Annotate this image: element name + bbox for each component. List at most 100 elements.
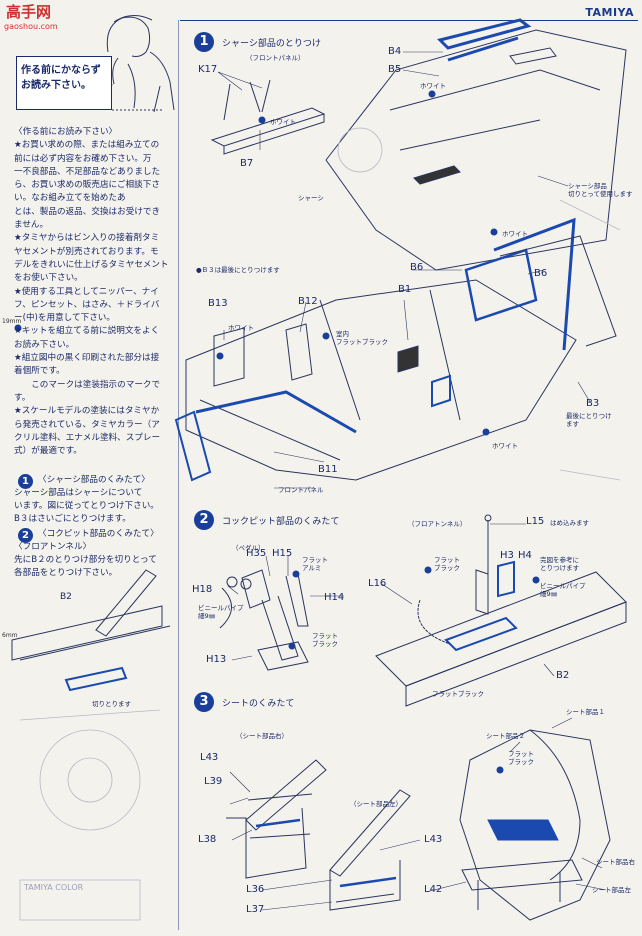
label-chassis: シャーシ [298,194,324,202]
label-b13: B13 [208,298,228,309]
sidebar-step-1-title: 〈シャーシ部品のくみたて〉 [38,475,150,485]
label-l15-note: はめ込みます [550,519,589,527]
label-l16: L16 [368,578,387,589]
intro-heading: 作る前にかならず お読み下さい。 [21,65,101,91]
chassis-drawing-top [325,18,627,271]
note-line: ★お買い求めの際、または組み立ての [14,140,160,151]
label-h4: H4 [518,550,532,561]
sidebar-step-2-line: 先にB２のとりつけ部分を切りとって [14,555,157,565]
label-white-low: ホワイト [492,442,518,450]
label-l15: L15 [526,516,545,527]
label-white-b13: ホワイト [228,324,254,332]
label-b3-note: 最後にとりつけ ます [566,412,612,428]
note-line: をお使い下さい。 [14,273,83,284]
note-line: ★キットを組立てる前に説明文をよく [14,326,160,337]
note-line: デルをきれいに仕上げるタミヤセメント [14,259,169,270]
label-b7: B7 [240,158,254,169]
sidebar-step-1-line: います。図に従ってとりつけ下さい。 [14,501,159,511]
note-line: ません。 [14,220,49,231]
note-line: す。 [14,392,31,403]
label-flat-black: フラット ブラック [312,632,338,648]
seat-frame-left-drawing [226,759,327,879]
label-vinyl-pipe-2: ビニールパイプ 細9㎜ [540,582,586,598]
step-2-number: 2 [194,510,214,530]
notes-list: 〈作る前にお読み下さい〉 ★お買い求めの際、または組み立ての 前には必ず内容をお… [14,126,174,458]
sidebar-divider [178,20,179,930]
note-line: お読み下さい。 [14,339,75,350]
label-b2: B2 [556,670,570,681]
label-l43b: L43 [424,834,443,845]
note-line: ら発売されている、タミヤカラー（ア [14,419,160,430]
note-line: ★使用する工具としてニッパー、ナイ [14,286,159,297]
sidebar-step-2-number: 2 [18,528,33,543]
label-flat-black-3: フラットブラック [432,690,484,698]
sidebar-step-2-line: 各部品をとりつけ下さい。 [14,568,118,578]
label-b11: B11 [318,464,338,475]
intro-sign: 作る前にかならず お読み下さい。 [16,56,112,110]
label-seat-left: （シート部品左） [350,800,402,808]
step-3-title: シートのくみたて [222,699,295,709]
label-front-panel: フロントパネル [278,486,324,494]
watermark-brand: 高手网 [6,3,52,21]
header-rule [180,20,638,21]
note-line: ヤセメントが別売されております。モ [14,246,159,257]
label-h35: H35 [246,548,267,559]
note-line: このマークは塗装指示のマークで [14,379,161,390]
label-reference: 完図を参考に とりつけます [540,556,580,572]
sidebar-step-2-title: 〈コクピット部品のくみたて〉 [38,529,159,539]
note-line: ー(中)を用意して下さい。 [14,313,115,324]
step-3-number: 3 [194,692,214,712]
label-interior: 室内 フラットブラック [336,330,388,346]
label-cut: 切りとります [92,700,131,708]
cutting-illustration [11,569,171,692]
seat-drawing [459,729,611,921]
label-h3: H3 [500,550,514,561]
label-white-mid: ホワイト [270,118,296,126]
label-b6-left: B6 [410,262,424,273]
step-2-title: コックピット部品のくみたて [222,517,340,527]
brand-logo: TAMIYA [585,6,634,19]
note-line: フ、ピンセット、はさみ、＋ドライバ [14,299,160,310]
sidebar-step-1: 〈シャーシ部品のくみたて〉 [38,474,178,487]
front-panel-drawing [210,79,326,155]
label-b6-right: B6 [534,268,548,279]
label-b3: B3 [586,398,600,409]
label-h14: H14 [324,592,345,603]
label-cut-note: シャーシ部品 切りとって使用します [568,182,633,198]
label-b1: B1 [398,284,412,295]
label-seat-2: シート部品２ [486,732,525,740]
label-seat-left-2: シート部品左 [592,886,631,894]
label-vinyl-pipe: ビニールパイプ 細9㎜ [198,604,244,620]
note-line: 一不良部品、不足部品などありました [14,166,161,177]
sidebar-step-1-line: B３はさいごにとりつけます。 [14,514,131,524]
sidebar-step-2: 〈コクピット部品のくみたて〉 [38,528,178,541]
label-b5: B5 [388,64,402,75]
sidebar-step-2-line: 〈フロアトンネル〉 [14,542,92,552]
note-line: ★組立図中の黒く印刷された部分は接 [14,353,160,364]
seat-frame-right-drawing [329,789,411,911]
label-l38: L38 [198,834,217,845]
watermark-url: gaoshou.com [4,22,58,31]
sidebar-step-1-number: 1 [18,474,33,489]
note-line: ★スケールモデルの塗装にはタミヤか [14,406,160,417]
pedal-drawing [219,569,309,671]
label-white-b6: ホワイト [502,230,528,238]
label-seat-right-2: シート部品右 [596,858,635,866]
label-b4: B4 [388,46,402,57]
margin-marker-6: 6mm [2,632,18,639]
label-h18: H18 [192,584,213,595]
label-k17: K17 [198,64,218,75]
label-b2-sidebar: B2 [60,592,72,602]
label-l37: L37 [246,904,265,915]
label-seat-1: シート部品１ [566,708,605,716]
note-line: 式）が最適です。 [14,446,82,457]
step-1-title: シャーシ部品のとりつけ [222,39,321,49]
label-h15: H15 [272,548,293,559]
sidebar-step-1-line: シャーシ部品はシャーシについて [14,488,143,498]
step-1-number: 1 [194,32,214,52]
note-line: クリル塗料、エナメル塗料、スプレー [14,432,161,443]
label-l43a: L43 [200,752,219,763]
note-line: とは、製品の返品、交換はお受けでき [14,206,161,217]
label-floor-tunnel: （フロアトンネル） [408,520,467,528]
